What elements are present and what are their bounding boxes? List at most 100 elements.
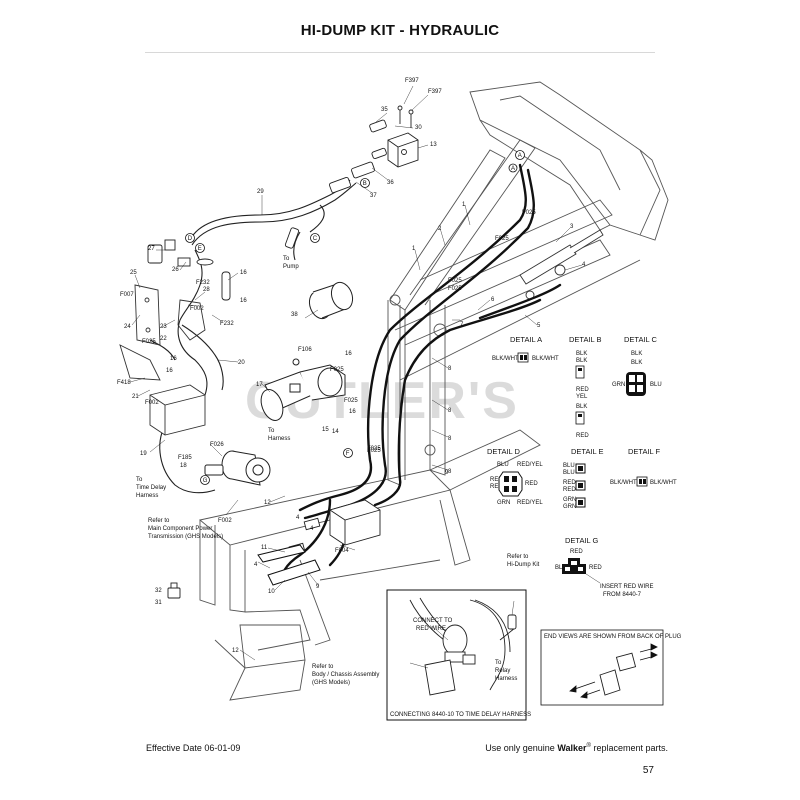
wiring-harness <box>149 179 357 494</box>
callout: 9 <box>316 584 320 590</box>
callout: 16 <box>345 351 352 357</box>
detail-c: DETAIL C BLK BLK GRN BLU <box>612 335 662 396</box>
callout: F025 <box>367 446 381 452</box>
callout: 19 <box>140 451 147 457</box>
note-refer-body-3: (GHS Models) <box>312 680 350 686</box>
note-time-delay-2: Time Delay <box>136 485 166 491</box>
callout: 8 <box>448 366 452 372</box>
fittings <box>329 105 414 194</box>
callout: 35 <box>381 107 388 113</box>
callout: F397 <box>428 89 442 95</box>
diagram-label: GRN <box>563 504 576 510</box>
callout: 16 <box>170 356 177 362</box>
mount-bracket <box>119 284 206 381</box>
callout: 8 <box>448 436 452 442</box>
callout: F025 <box>448 286 462 292</box>
diagram-label: RED/YEL <box>517 500 543 506</box>
footer-prefix: Use only genuine <box>485 743 555 753</box>
title-divider <box>145 52 655 53</box>
diagram-label: GRN <box>612 382 625 388</box>
detail-c-title: DETAIL C <box>624 335 658 344</box>
callout: 29 <box>257 189 264 195</box>
callout: 11 <box>261 545 268 551</box>
detail-f-title: DETAIL F <box>628 447 661 456</box>
callout: F007 <box>120 292 134 298</box>
diagram-label: GRN <box>497 500 510 506</box>
callout: F106 <box>298 347 312 353</box>
diagram-label: RED <box>570 549 583 555</box>
callout: 10 <box>268 589 275 595</box>
callout: 5 <box>537 323 541 329</box>
battery <box>149 384 206 436</box>
callout: F232 <box>196 280 210 286</box>
diagram-label: RED <box>490 484 503 490</box>
detail-markers: A B C D E F G A <box>185 150 525 485</box>
detail-a-left: BLK/WHT <box>492 356 519 362</box>
diagram-label: RED/YEL <box>517 462 543 468</box>
callout: 12 <box>232 648 239 654</box>
note-refer-hidump-2: Hi-Dump Kit <box>507 562 540 568</box>
inset-relay-3: Harness <box>495 676 517 682</box>
detail-d-title: DETAIL D <box>487 447 521 456</box>
callout: 8 <box>448 408 452 414</box>
callout: 26 <box>172 267 179 273</box>
footer-brand: Walker <box>557 743 587 753</box>
callout: F025 <box>448 278 462 284</box>
footer-suffix: replacement parts. <box>593 743 668 753</box>
note-refer-main-2: Main Component Power <box>148 526 212 532</box>
callout: 38 <box>291 312 298 318</box>
callout: 4 <box>254 562 258 568</box>
inset-relay-2: Relay <box>495 668 510 674</box>
callout: 14 <box>332 429 339 435</box>
page-number: 57 <box>642 765 654 776</box>
callout: 6 <box>491 297 495 303</box>
diagram-notes: To Pump To Harness To Time Delay Harness… <box>136 256 540 686</box>
callout: 16 <box>240 298 247 304</box>
marker-a-secondary: A <box>511 166 515 172</box>
end-views-caption: END VIEWS ARE SHOWN FROM BACK OF PLUG <box>544 634 682 640</box>
callout: 16 <box>240 270 247 276</box>
marker-d: D <box>188 236 193 242</box>
diagram-label: GRN <box>563 497 576 503</box>
bottom-cylinder <box>257 544 321 586</box>
marker-e: E <box>198 246 202 252</box>
callout: 1 <box>412 246 416 252</box>
note-to-harness-1: To <box>268 428 275 434</box>
callout: 4 <box>296 515 300 521</box>
marker-a: A <box>518 153 522 159</box>
note-time-delay-1: To <box>136 477 143 483</box>
callout: 17 <box>256 382 263 388</box>
note-refer-body-1: Refer to <box>312 664 334 670</box>
callout: 15 <box>322 427 329 433</box>
callout: 30 <box>415 125 422 131</box>
callout: 3 <box>570 224 574 230</box>
diagram-label: YEL <box>576 394 588 400</box>
callout: 23 <box>160 324 167 330</box>
note-refer-main-1: Refer to <box>148 518 170 524</box>
lift-cylinder <box>519 229 604 300</box>
diagram-label: FROM 8440-7 <box>603 592 642 598</box>
note-refer-hidump-1: Refer to <box>507 554 529 560</box>
detail-g-title: DETAIL G <box>565 536 599 545</box>
diagram-label: BLK <box>631 360 642 366</box>
callout: 2 <box>438 226 442 232</box>
diagram-label: BLK <box>576 404 587 410</box>
footer-reg: ® <box>586 743 591 749</box>
callout: 37 <box>370 193 377 199</box>
marker-g: G <box>203 478 208 484</box>
inset-connect-2: RED WIRE <box>416 626 446 632</box>
effective-date: Effective Date 06-01-09 <box>146 743 241 753</box>
inset-connect-1: CONNECT TO <box>413 618 453 624</box>
note-refer-main-3: Transmission (GHS Models) <box>148 534 223 540</box>
callout: 7 <box>460 322 464 328</box>
callout-labels: F397 F397 35 30 13 36 37 29 27 26 16 25 … <box>117 78 586 667</box>
marker-b: B <box>363 181 367 187</box>
callout: F025 <box>495 236 509 242</box>
diagram-label: INSERT RED WIRE <box>600 584 653 590</box>
footer-tagline: Use only genuine Walker® replacement par… <box>485 743 668 753</box>
relay-switch <box>167 582 181 599</box>
inset-relay-1: To <box>495 660 502 666</box>
callout: 24 <box>124 324 131 330</box>
leader-lines <box>129 85 583 661</box>
callout: F025 <box>142 339 156 345</box>
